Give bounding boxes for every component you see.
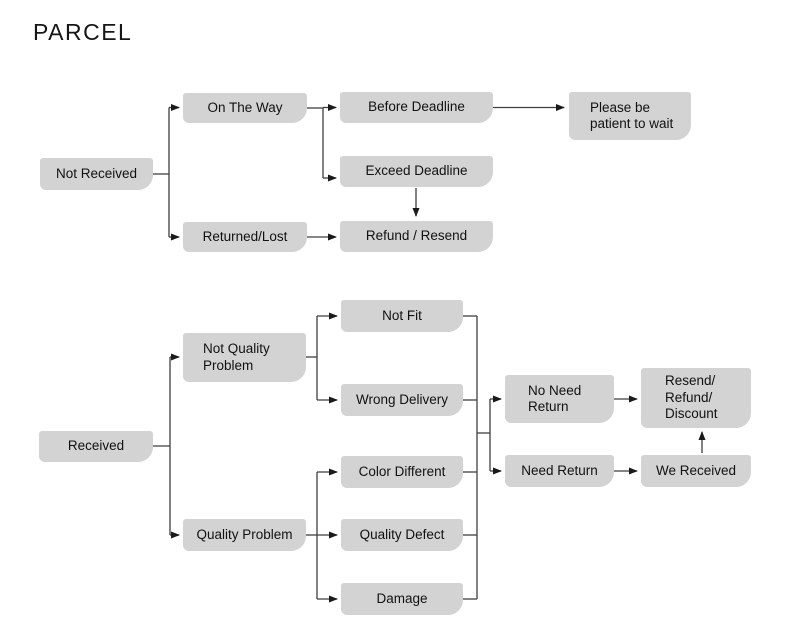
node-color-different: Color Different — [341, 456, 463, 488]
top-tree-connectors — [153, 104, 565, 241]
node-damage: Damage — [341, 583, 463, 615]
node-quality-problem: Quality Problem — [183, 519, 306, 551]
node-not-received: Not Received — [40, 158, 153, 190]
node-we-received: We Received — [641, 455, 751, 487]
node-returned-lost: Returned/Lost — [183, 222, 307, 252]
bottom-tree-connectors — [153, 312, 706, 603]
node-quality-defect: Quality Defect — [341, 519, 463, 551]
node-please-be-patient: Please be patient to wait — [569, 92, 691, 140]
node-resend-refund-discount: Resend/ Refund/ Discount — [641, 368, 751, 428]
node-exceed-deadline: Exceed Deadline — [340, 156, 493, 187]
page-title: PARCEL — [33, 19, 133, 45]
node-need-return: Need Return — [505, 455, 614, 487]
node-not-quality-problem: Not Quality Problem — [183, 333, 306, 382]
node-wrong-delivery: Wrong Delivery — [341, 384, 463, 416]
node-not-fit: Not Fit — [341, 300, 463, 332]
node-on-the-way: On The Way — [183, 93, 307, 123]
node-no-need-return: No Need Return — [505, 375, 614, 423]
node-refund-resend: Refund / Resend — [340, 221, 493, 252]
node-before-deadline: Before Deadline — [340, 92, 493, 123]
node-received: Received — [39, 431, 153, 462]
